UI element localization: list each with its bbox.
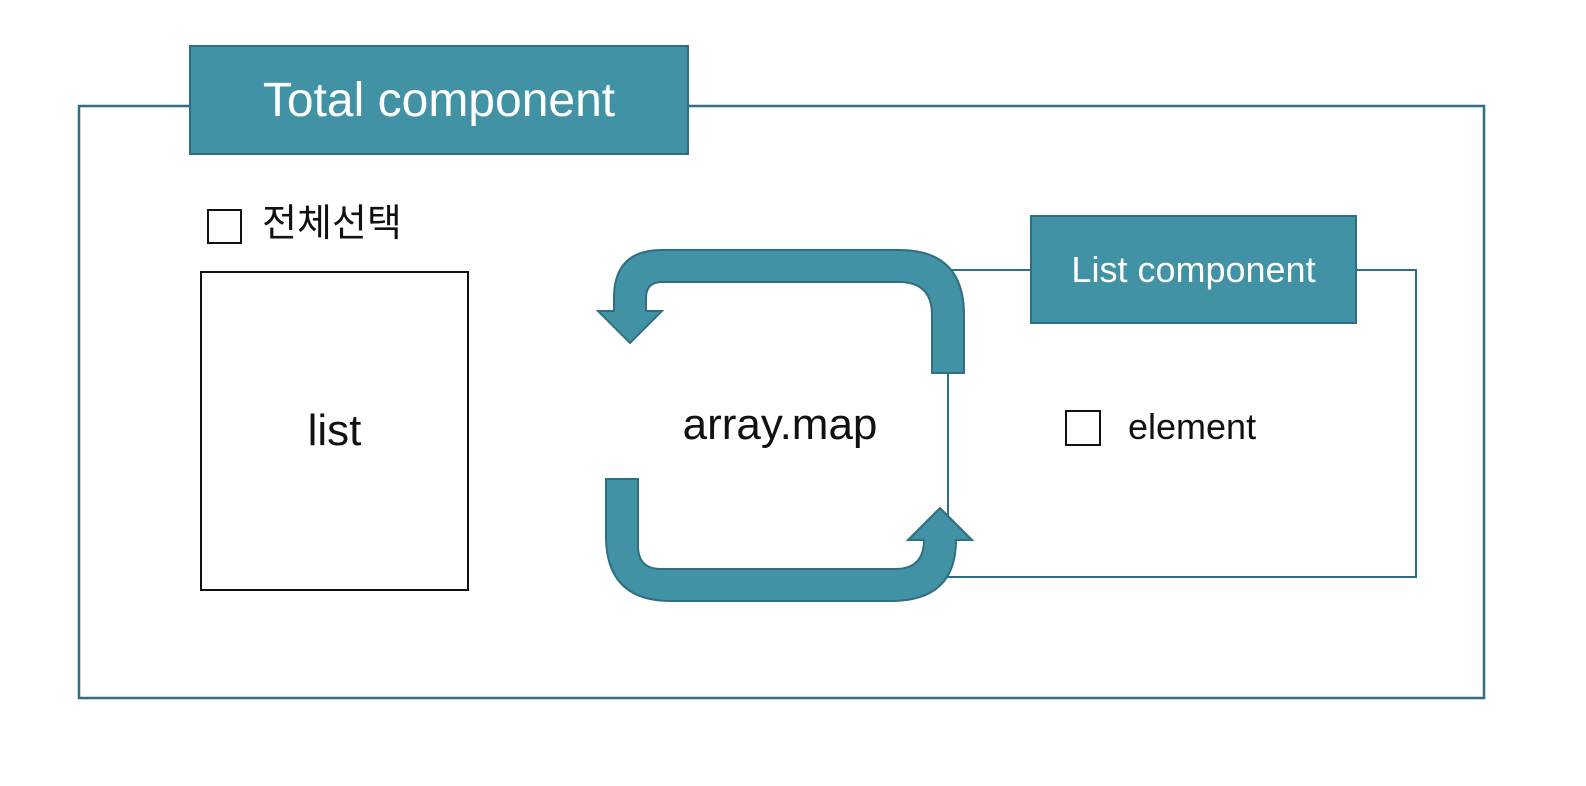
list-component-title: List component (1071, 248, 1316, 290)
select-all-label: 전체선택 (262, 203, 402, 245)
total-component-title-box (189, 45, 689, 155)
array-map-label: array.map (682, 400, 878, 449)
list-component-title-box (1030, 215, 1357, 324)
select-all-checkbox[interactable] (207, 209, 242, 244)
list-box: list (200, 271, 469, 591)
total-component-frame (77, 104, 1486, 700)
element-label: element (1128, 406, 1257, 447)
cycle-arrow-bottom-icon (605, 478, 975, 602)
total-component-title: Total component (262, 73, 616, 127)
cycle-arrow-top-icon (595, 249, 965, 374)
element-checkbox[interactable] (1065, 410, 1101, 446)
list-box-label: list (307, 406, 362, 455)
